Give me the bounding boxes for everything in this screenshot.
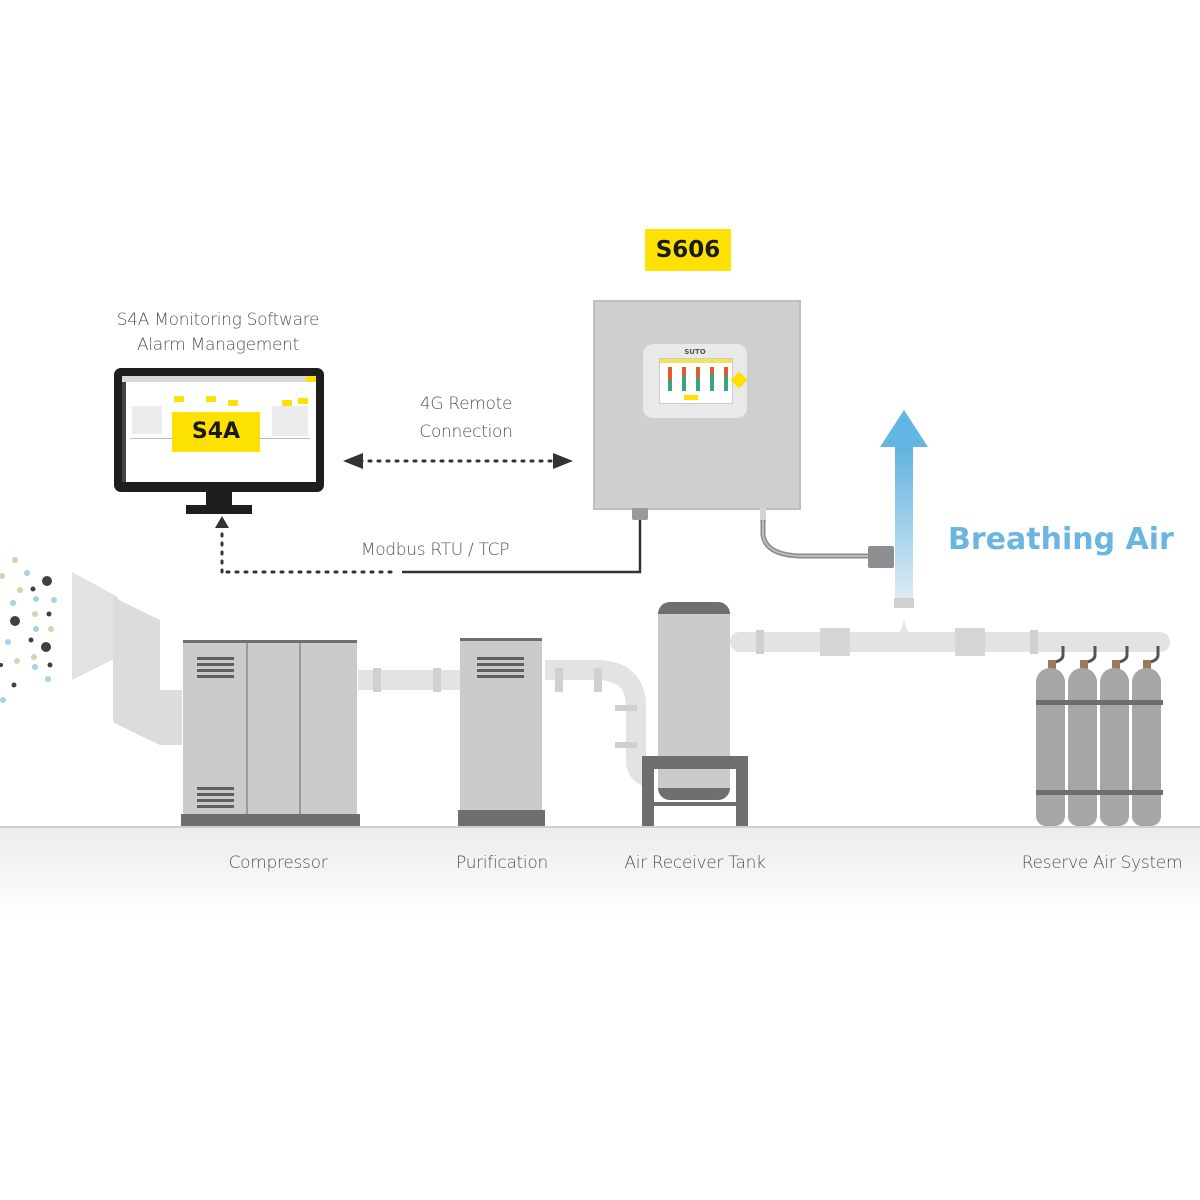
- software-title: S4A Monitoring Software Alarm Management: [100, 308, 336, 358]
- breathing-air-label: Breathing Air: [948, 522, 1174, 557]
- stand-leg: [642, 756, 654, 826]
- sample-hose: [760, 520, 870, 559]
- compressor-base: [181, 814, 360, 826]
- screen-tag: [306, 376, 316, 382]
- gauge-bar: [696, 367, 700, 391]
- screen-toolbar: [122, 376, 316, 382]
- gas-cylinder: [1068, 668, 1097, 826]
- modbus-label: Modbus RTU / TCP: [360, 540, 510, 560]
- s606-display-housing: SUTO: [643, 344, 748, 418]
- breathing-air-arrow-shaft: [895, 445, 913, 605]
- tank-stand: [642, 756, 748, 826]
- gauge-bar: [710, 367, 714, 391]
- stand-leg: [736, 756, 748, 826]
- arrow-up-icon: [215, 516, 229, 528]
- stage-label-reserve-air-system: Reserve Air System: [1021, 853, 1183, 873]
- stand-crossbar: [654, 802, 736, 806]
- vent-icon: [197, 657, 234, 681]
- s606-cabinet: SUTO: [593, 300, 801, 510]
- screen-tag: [174, 396, 184, 402]
- software-title-line2: Alarm Management: [136, 335, 300, 355]
- vent-icon: [477, 657, 524, 681]
- purification-base: [458, 810, 545, 826]
- screen-sidebar: [122, 382, 126, 482]
- gauge-bar: [668, 367, 672, 391]
- reserve-air-cylinders: [1036, 668, 1164, 826]
- purification-unit: [460, 638, 542, 812]
- screen-tag: [298, 398, 308, 404]
- arrow-right-icon: [553, 453, 573, 469]
- compressor-panel-divider: [299, 643, 301, 816]
- cylinder-strap: [1036, 790, 1163, 795]
- purification-top: [460, 638, 542, 641]
- gas-cylinder: [1132, 668, 1161, 826]
- gas-cylinder: [1100, 668, 1129, 826]
- arrow-left-icon: [343, 453, 363, 469]
- screen-tag: [228, 400, 238, 406]
- monitor-neck: [206, 492, 232, 506]
- cable-gland: [632, 508, 648, 520]
- s606-badge: S606: [645, 229, 731, 271]
- sample-hose-highlight: [762, 520, 870, 557]
- stage-label-compressor: Compressor: [228, 853, 328, 873]
- screen-schematic: [132, 406, 162, 434]
- vent-icon: [197, 787, 234, 811]
- monitor: S4A: [114, 368, 324, 492]
- gas-cylinder: [1036, 668, 1065, 826]
- breathing-air-arrow-head: [880, 410, 928, 447]
- floor: [0, 826, 1200, 918]
- screen-schematic: [272, 406, 308, 436]
- screen-header: [660, 359, 732, 363]
- compressor-top: [183, 640, 357, 643]
- screen-tag: [282, 400, 292, 406]
- screen-softkey: [684, 395, 698, 400]
- s4a-badge: S4A: [172, 412, 260, 452]
- tank-top-cap: [658, 602, 730, 614]
- modbus-cable: [402, 520, 642, 574]
- sample-port: [760, 508, 766, 522]
- brand-logo: SUTO: [684, 348, 706, 356]
- remote-connection-line1: 4G Remote: [419, 394, 513, 414]
- sensor-fitting: [868, 546, 894, 568]
- cylinder-valves: [1048, 646, 1160, 670]
- stage-label-air-receiver-tank: Air Receiver Tank: [624, 853, 766, 873]
- tank-bottom-cap: [658, 788, 730, 800]
- stage-label-purification: Purification: [456, 853, 548, 873]
- screen-tag: [206, 396, 216, 402]
- intake-duct-lower: [113, 597, 182, 745]
- stand-top: [642, 756, 748, 769]
- remote-connection-line2: Connection: [419, 422, 513, 442]
- remote-connection-label: 4G Remote Connection: [376, 390, 556, 446]
- air-particles: [0, 557, 57, 703]
- gauge-bar: [682, 367, 686, 391]
- compressor-panel-divider: [246, 643, 248, 816]
- software-title-line1: S4A Monitoring Software: [116, 310, 320, 330]
- compressor: [183, 640, 357, 816]
- monitor-base: [186, 505, 252, 514]
- gauge-bar: [724, 367, 728, 391]
- cylinder-strap: [1036, 700, 1163, 705]
